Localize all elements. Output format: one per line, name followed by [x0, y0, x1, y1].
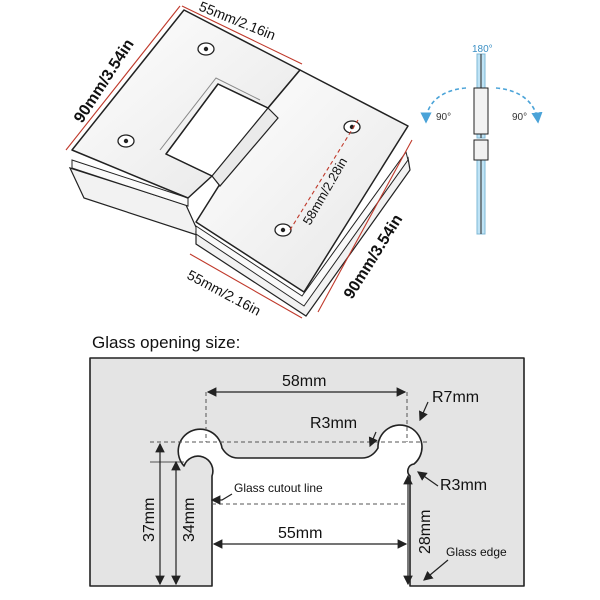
- hinge-dimensions: [65, 5, 413, 319]
- height-outer-label: 37mm: [141, 498, 158, 542]
- r3-edge-leader: [417, 471, 439, 487]
- angle-right-label: 90°: [512, 112, 527, 123]
- pivot-block: [211, 107, 279, 187]
- cutout-leader: [210, 493, 233, 505]
- r7-leader: [419, 401, 429, 422]
- glass-panel: [89, 357, 525, 587]
- height-right-label: 28mm: [417, 510, 434, 554]
- screw-hole: [117, 134, 135, 148]
- rotation-diagram: [420, 53, 543, 235]
- hinge-illustration: [68, 9, 411, 317]
- height-inner-label: 34mm: [181, 498, 198, 542]
- left-plate-layer: [71, 159, 189, 207]
- opening-dimension-arrows: [150, 387, 449, 587]
- left-plate-cutout-edge: [165, 83, 269, 177]
- glass-outline: [89, 357, 525, 587]
- angle-left-label: 90°: [436, 112, 451, 123]
- screw-hole: [274, 223, 292, 237]
- opening-title: Glass opening size:: [92, 333, 240, 352]
- glass-edge-leader: [423, 559, 449, 581]
- screw-hole: [197, 42, 215, 56]
- screw-hole: [343, 120, 361, 134]
- width-top-label: 58mm: [282, 373, 326, 390]
- left-plate-cutout-shadow: [159, 77, 261, 151]
- corner-radius-label: R7mm: [432, 389, 479, 406]
- r3-inner-leader: [368, 431, 378, 448]
- right-height-label: 90mm/3.54in: [341, 212, 406, 302]
- glass-edge-label: Glass edge: [446, 545, 507, 559]
- inner-radius-label: R3mm: [310, 415, 357, 432]
- cutout-line-label: Glass cutout line: [234, 481, 323, 495]
- width-bottom-label: 55mm: [278, 525, 322, 542]
- construction-lines: [150, 392, 430, 505]
- edge-radius-label: R3mm: [440, 477, 487, 494]
- right-plate-layer: [195, 150, 409, 307]
- angle-180-label: 180°: [472, 44, 493, 55]
